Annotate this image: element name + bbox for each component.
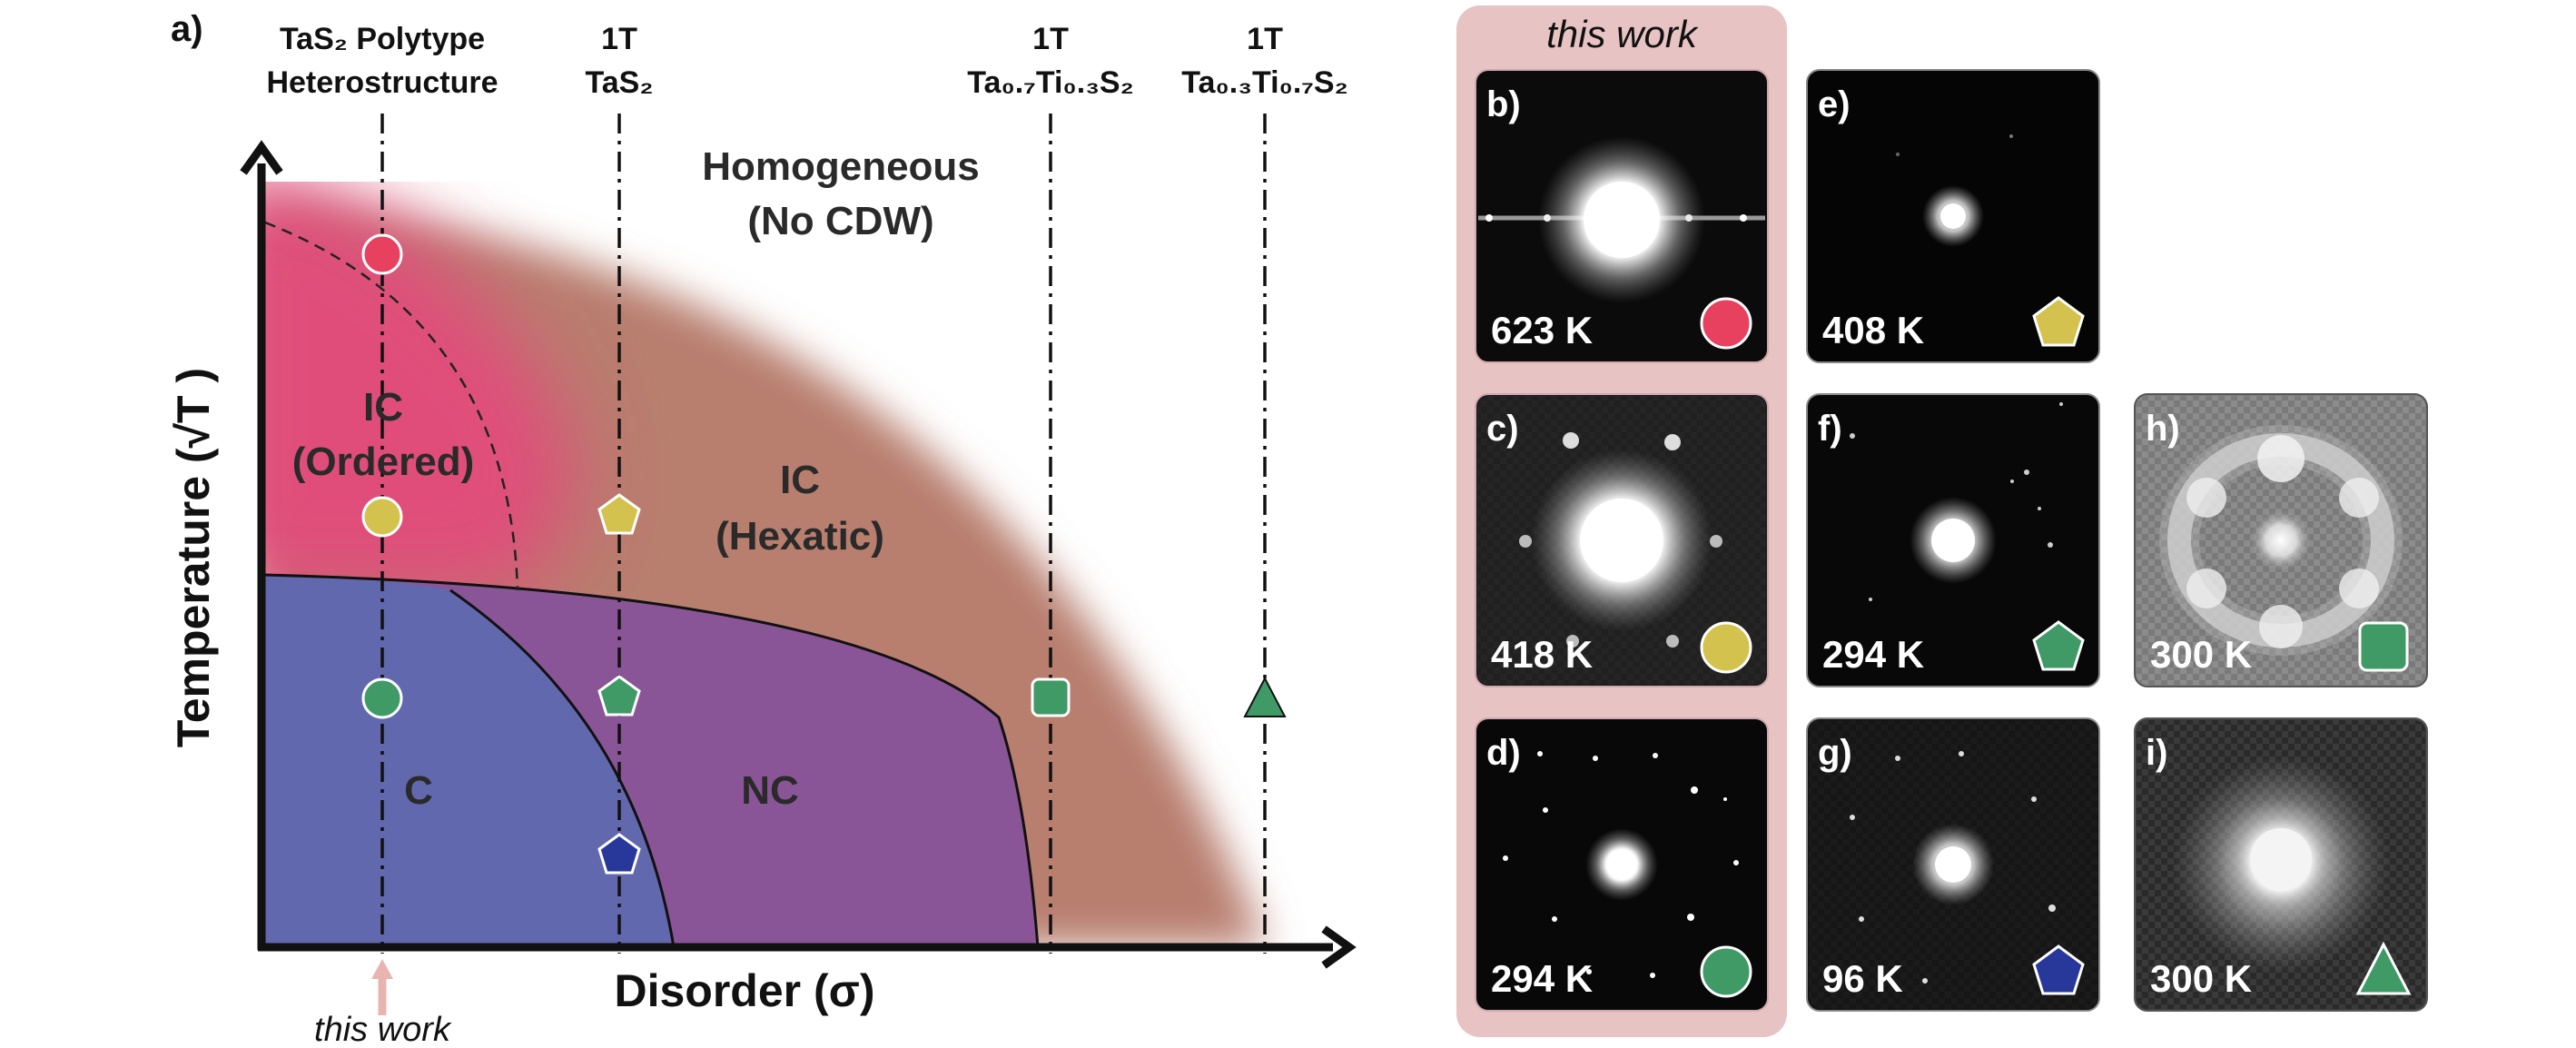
- column-header-4-line1: 1T: [1247, 22, 1283, 56]
- panel-b-marker-red-circle: [1700, 297, 1752, 350]
- label-ic-ordered-1: IC: [363, 385, 403, 430]
- x-axis-label: Disorder (σ): [614, 965, 874, 1016]
- panel-e-temperature: 408 K: [1822, 309, 1924, 351]
- label-ic-ordered-2: (Ordered): [292, 440, 474, 484]
- panel-a: a) TaS₂ Polytype Heterostructure 1T TaS₂…: [168, 9, 1357, 1048]
- panel-i-label: i): [2146, 733, 2167, 773]
- panel-f-label: f): [1818, 409, 1842, 449]
- marker-yellow-pentagon: [597, 493, 641, 535]
- column-header-3-line1: 1T: [1032, 22, 1069, 56]
- label-ic-hexatic-1: IC: [780, 458, 820, 502]
- column-header-2-line2: TaS₂: [586, 65, 654, 100]
- phase-regions: [262, 182, 1267, 947]
- y-axis-label: Temperature (√T ): [168, 368, 219, 747]
- y-axis-arrowhead: [240, 140, 283, 175]
- panel-i: i) 300 K: [2134, 717, 2428, 1012]
- column-headers: TaS₂ Polytype Heterostructure 1T TaS₂ 1T…: [266, 22, 1347, 100]
- x-axis-arrowhead: [1321, 925, 1357, 969]
- this-work-arrow: [371, 959, 393, 1015]
- panel-c-temperature: 418 K: [1491, 633, 1593, 676]
- panel-b-label: b): [1486, 84, 1521, 124]
- panel-d-marker-green-circle: [1700, 945, 1752, 998]
- label-c: C: [404, 768, 433, 813]
- panel-d-temperature: 294 K: [1491, 957, 1593, 1000]
- region-c: [263, 575, 674, 947]
- boundary-c-nc: [449, 588, 676, 948]
- label-nc: NC: [741, 768, 799, 813]
- column-header-3-line2: Ta₀.₇Ti₀.₃S₂: [967, 65, 1133, 100]
- panel-h-marker-green-square: [2358, 621, 2409, 672]
- panel-c-marker-yellow-circle: [1700, 621, 1752, 674]
- column-header-1-line2: Heterostructure: [266, 65, 498, 100]
- panel-g-label: g): [1818, 733, 1852, 773]
- marker-green-circle: [361, 677, 403, 719]
- panel-e-marker-yellow-pentagon: [2032, 296, 2085, 347]
- panel-i-temperature: 300 K: [2150, 957, 2252, 1000]
- panel-e-label: e): [1818, 84, 1851, 124]
- data-markers: [361, 233, 1287, 875]
- panel-h-temperature: 300 K: [2150, 633, 2252, 676]
- panel-f-marker-green-pentagon: [2032, 620, 2085, 671]
- panel-d: d) 294 K: [1475, 717, 1769, 1012]
- panel-d-label: d): [1486, 733, 1521, 773]
- panel-g: g) 96 K: [1806, 717, 2100, 1012]
- panel-g-temperature: 96 K: [1822, 957, 1903, 1000]
- panel-c-label: c): [1486, 409, 1519, 449]
- marker-green-square: [1031, 677, 1071, 717]
- panel-a-label: a): [171, 9, 203, 49]
- panel-g-marker-blue-pentagon: [2032, 944, 2085, 995]
- this-work-note: this work: [314, 1011, 452, 1048]
- boundary-ordered-dashed: [264, 221, 519, 591]
- boundary-nc-ic: [262, 573, 1040, 948]
- axes: [240, 140, 1357, 969]
- marker-yellow-circle: [361, 496, 403, 538]
- panel-e: e) 408 K: [1806, 69, 2100, 363]
- label-ic-hexatic-2: (Hexatic): [716, 514, 884, 559]
- this-work-title: this work: [1546, 13, 1699, 55]
- panel-h-label: h): [2146, 409, 2180, 449]
- label-homogeneous-2: (No CDW): [747, 199, 933, 243]
- panel-c: c) 418 K: [1475, 393, 1769, 687]
- marker-green-triangle: [1243, 676, 1287, 717]
- marker-red-circle: [361, 233, 403, 275]
- panel-b: b) 623 K: [1475, 69, 1769, 363]
- column-header-2-line1: 1T: [601, 22, 637, 56]
- label-homogeneous-1: Homogeneous: [702, 144, 980, 189]
- panel-h: h) 300 K: [2134, 393, 2428, 687]
- panel-b-temperature: 623 K: [1491, 309, 1593, 351]
- panel-i-marker-green-triangle: [2355, 941, 2412, 995]
- column-header-4-line2: Ta₀.₃Ti₀.₇S₂: [1181, 65, 1347, 100]
- marker-green-pentagon: [597, 675, 641, 717]
- panel-f-temperature: 294 K: [1822, 633, 1924, 676]
- panel-f: f) 294 K: [1806, 393, 2100, 687]
- region-ic-ordered: [262, 182, 574, 599]
- region-labels: Homogeneous (No CDW) IC (Ordered) IC (He…: [292, 144, 980, 813]
- column-header-1-line1: TaS₂ Polytype: [280, 22, 485, 56]
- marker-blue-pentagon: [597, 833, 641, 875]
